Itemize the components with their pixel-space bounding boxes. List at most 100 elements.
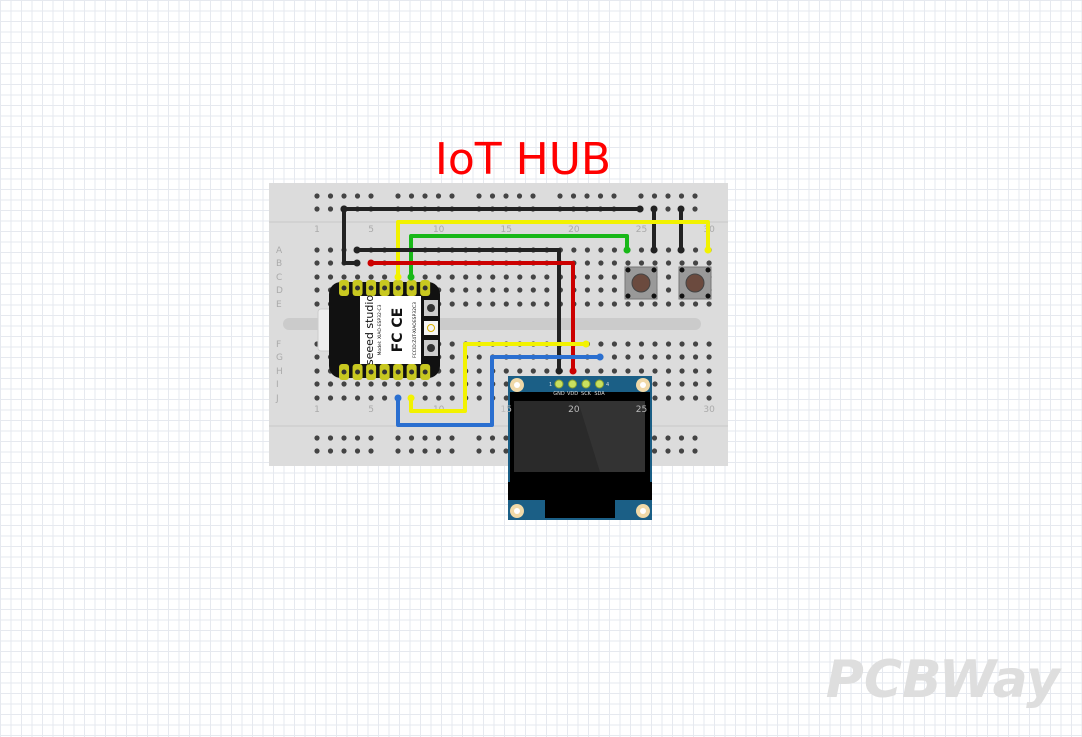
hole (611, 301, 618, 307)
hole (314, 354, 320, 360)
hole (706, 341, 712, 347)
hole (692, 247, 699, 253)
oled-pin (581, 379, 591, 389)
yellow-wire[interactable] (409, 342, 586, 413)
wire-end[interactable] (353, 246, 361, 254)
rail-hole (314, 435, 320, 441)
fcc-ce-logo: FC CE (390, 308, 406, 353)
wire-end[interactable] (340, 205, 348, 213)
wire-end[interactable] (650, 205, 658, 213)
hole (463, 287, 469, 293)
row-label: G (276, 353, 283, 363)
hole (354, 274, 361, 280)
hole (544, 274, 550, 280)
hole (679, 260, 685, 266)
rail-hole (665, 206, 671, 212)
wire-end[interactable] (582, 340, 590, 348)
wire-end[interactable] (394, 273, 402, 281)
hole (638, 341, 645, 347)
rail-hole (665, 435, 671, 441)
hole (625, 354, 631, 360)
hole (449, 287, 455, 293)
rail-hole (354, 435, 361, 441)
oled-pin-label: SCK (581, 391, 592, 397)
red-wire[interactable] (371, 261, 575, 371)
hole (368, 381, 374, 387)
rail-hole (611, 193, 617, 199)
green-wire[interactable] (409, 234, 629, 277)
push-button[interactable] (624, 266, 658, 300)
hole (611, 260, 618, 266)
oled-pin (595, 379, 604, 389)
wire-end[interactable] (353, 259, 361, 267)
rail-hole (530, 193, 536, 199)
hole (665, 354, 672, 360)
hole (652, 368, 658, 374)
hole (476, 381, 482, 387)
wire-end[interactable] (704, 246, 712, 254)
oled-pin-label: GND (553, 391, 565, 397)
black-wire[interactable] (357, 248, 561, 371)
wire-end[interactable] (407, 394, 415, 402)
hole (679, 395, 685, 401)
rail-hole (449, 448, 455, 454)
hole (517, 368, 523, 374)
wire-end[interactable] (367, 259, 375, 267)
wire-end[interactable] (596, 353, 604, 361)
hole (503, 274, 509, 280)
hole (449, 274, 455, 280)
wire-end[interactable] (677, 246, 685, 254)
hole (638, 301, 645, 307)
wire-end[interactable] (555, 367, 563, 375)
hole (422, 381, 428, 387)
hole (611, 368, 618, 374)
hole (314, 368, 320, 374)
hole (638, 260, 645, 266)
rail-hole (327, 206, 334, 212)
hole (517, 301, 523, 307)
hole (490, 274, 496, 280)
rail-hole (476, 435, 482, 441)
hole (692, 301, 699, 307)
wire-end[interactable] (623, 246, 631, 254)
hole (436, 381, 442, 387)
diagram-title: IoT HUB (434, 134, 612, 185)
rail-hole (489, 193, 496, 199)
hole (490, 301, 496, 307)
row-label: J (275, 394, 279, 404)
rail-hole (327, 435, 334, 441)
hole (692, 341, 699, 347)
wire-end[interactable] (677, 205, 685, 213)
rail-hole (678, 435, 685, 441)
rail-hole (327, 193, 334, 199)
rail-hole (503, 435, 509, 441)
hole (598, 341, 604, 347)
rail-hole (692, 448, 698, 454)
hole (652, 395, 658, 401)
hole (530, 368, 536, 374)
push-button[interactable] (678, 266, 712, 300)
blue-wire[interactable] (396, 355, 600, 427)
rail-hole (314, 193, 320, 199)
black-wire[interactable] (342, 209, 357, 265)
wire-end[interactable] (394, 394, 402, 402)
rail-hole (665, 193, 671, 199)
wire-end[interactable] (407, 273, 415, 281)
rail-hole (435, 193, 442, 199)
hole (692, 260, 699, 266)
hole (679, 341, 685, 347)
wire-end[interactable] (650, 246, 658, 254)
hole (422, 274, 428, 280)
hole (652, 381, 658, 387)
column-label: 15 (501, 225, 512, 235)
hole (692, 354, 699, 360)
hole (598, 287, 604, 293)
column-label: 10 (433, 225, 445, 235)
wire-end[interactable] (636, 205, 644, 213)
rail-hole (692, 193, 698, 199)
wire-end[interactable] (569, 367, 577, 375)
hole (436, 395, 442, 401)
hole (611, 274, 618, 280)
